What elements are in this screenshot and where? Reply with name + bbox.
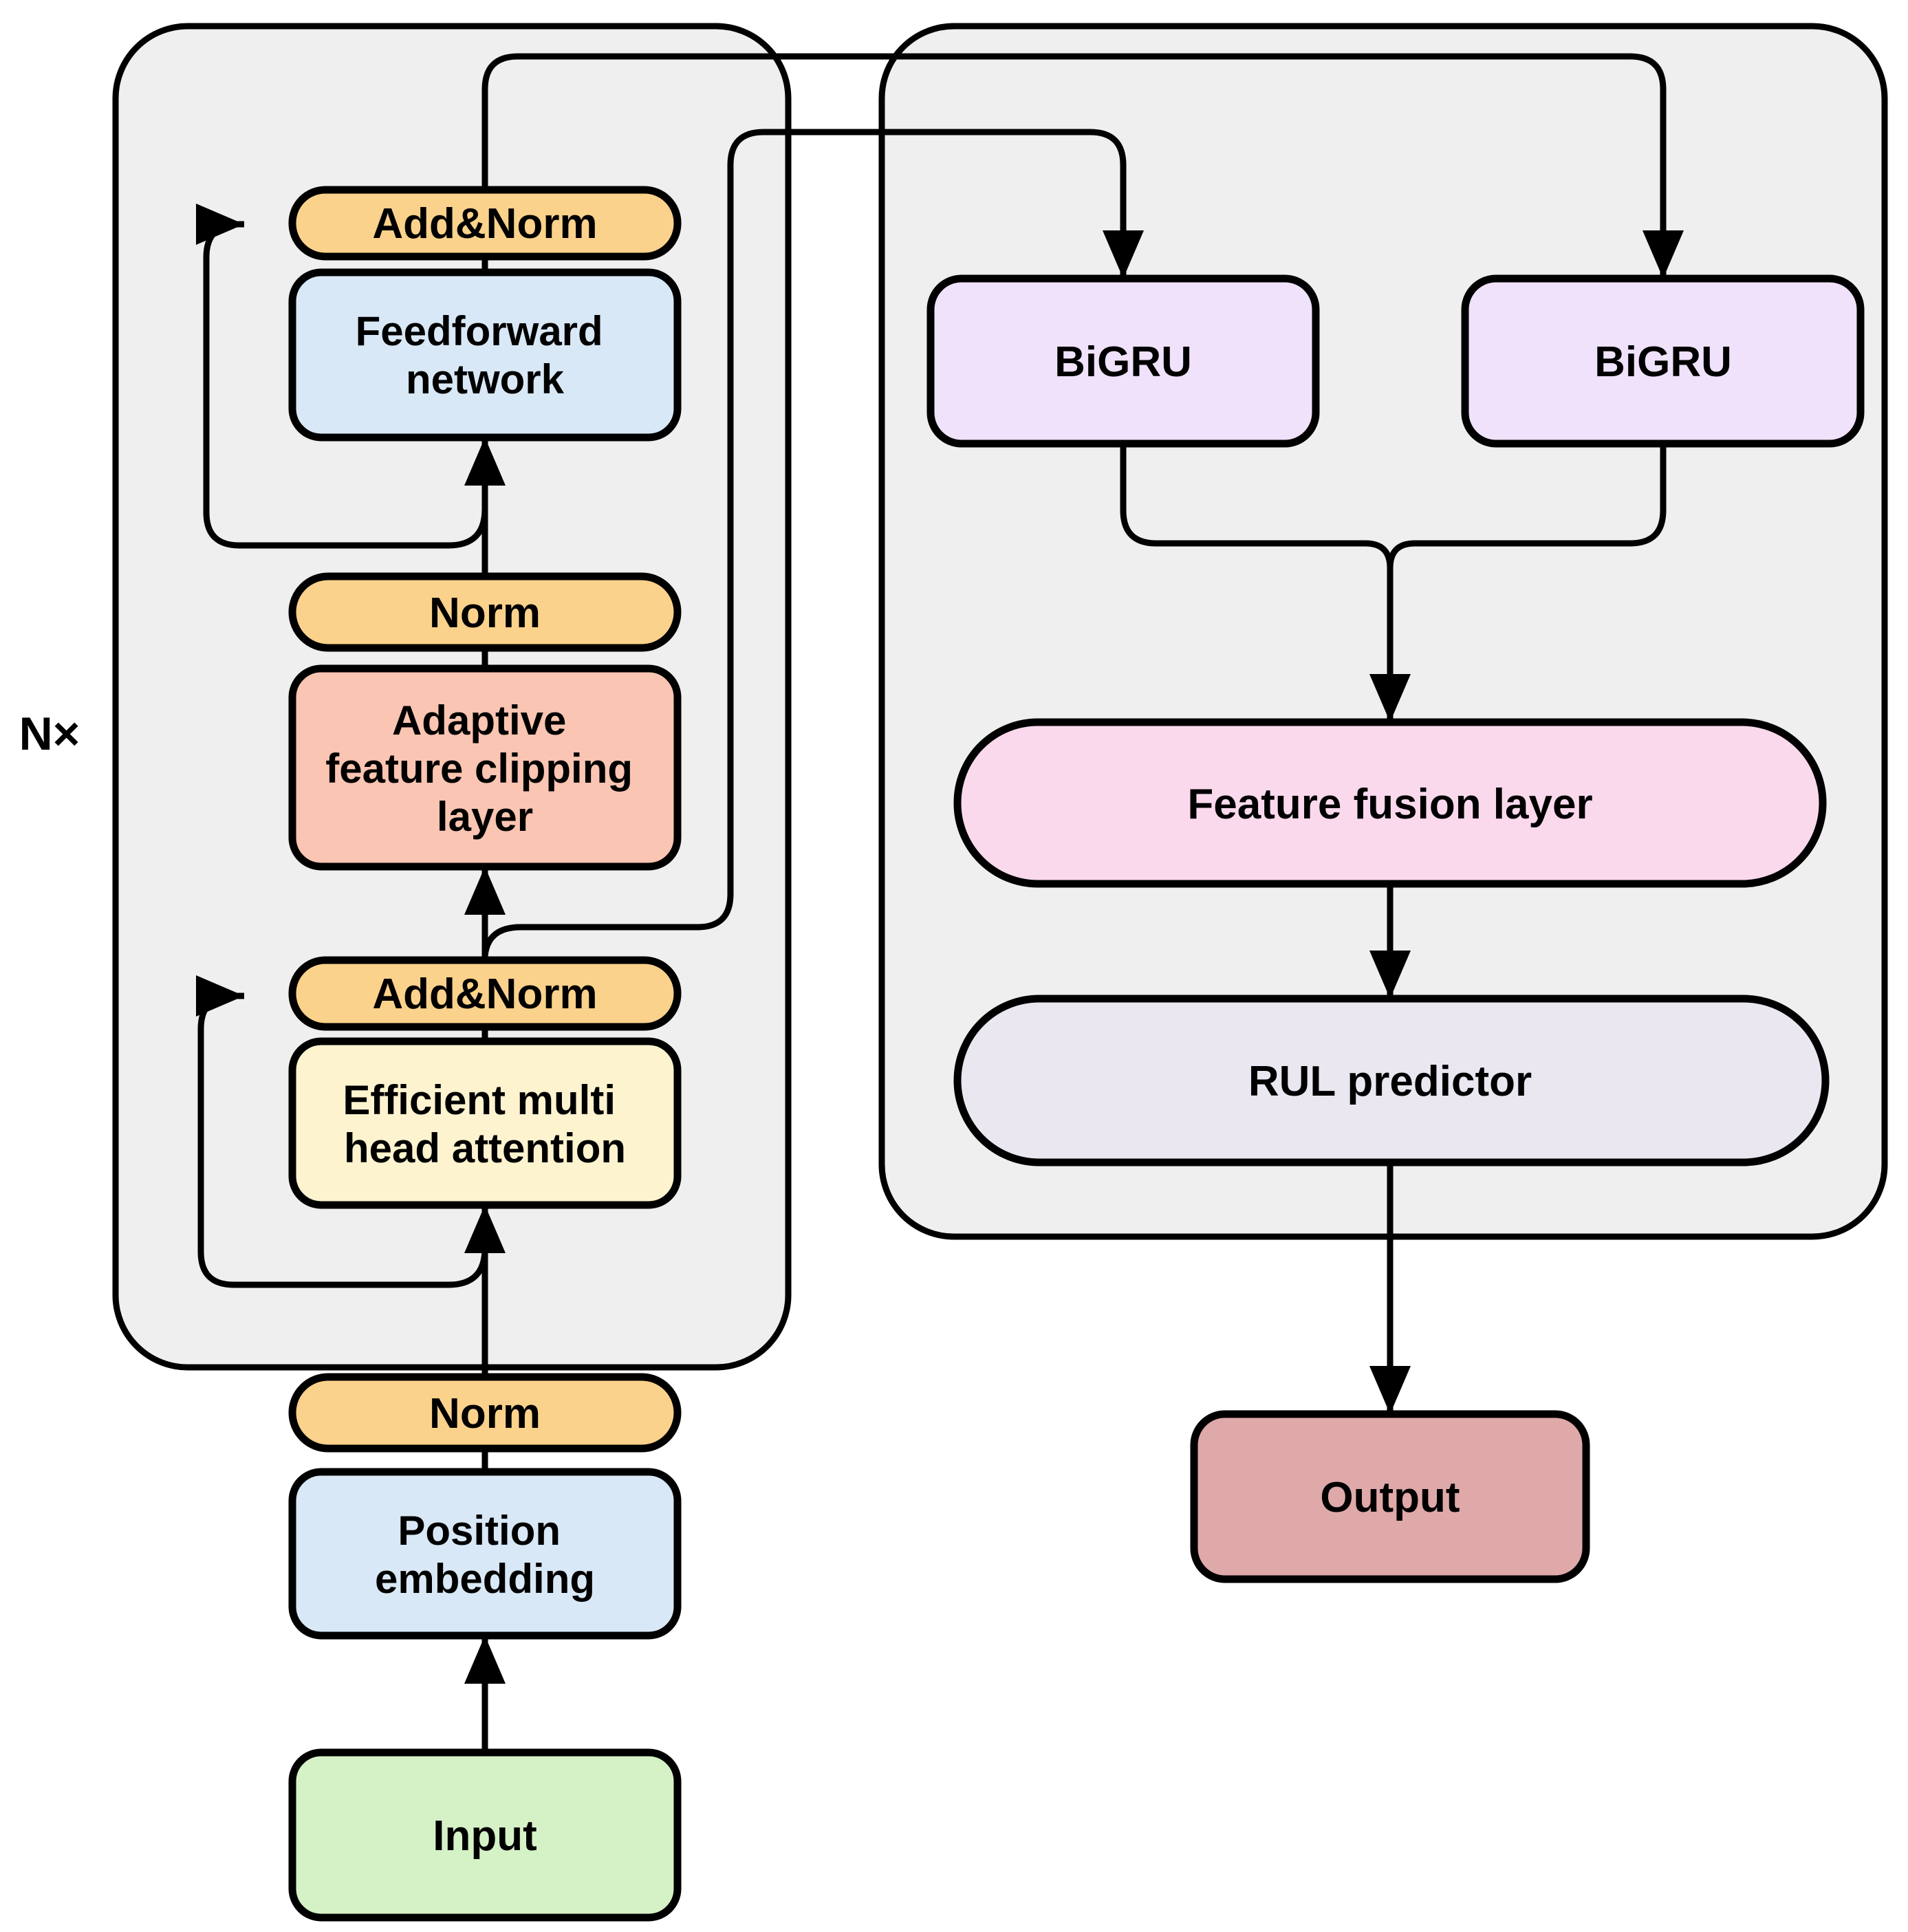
add-norm-top-label: Add&Norm — [372, 200, 597, 248]
add-norm-bottom-label: Add&Norm — [372, 970, 597, 1018]
wire-encoder-to-right-bigru — [481, 53, 1684, 279]
wire-residual-loop-attention — [196, 975, 488, 1288]
wire-residual-loop-feedforward — [196, 204, 488, 549]
add-norm-top-box — [288, 186, 682, 261]
bigru-left-label: BiGRU — [1054, 338, 1192, 386]
position-label-line2: embedding — [375, 1556, 595, 1602]
adaptive-label-line3: layer — [437, 794, 533, 840]
position-embedding-box — [288, 1468, 682, 1640]
norm-input-label: Norm — [429, 1390, 541, 1437]
attention-label: Efficient multi head attention — [343, 1077, 627, 1171]
adaptive-clipping-box — [288, 664, 682, 871]
adaptive-clipping-label: Adaptive feature clipping layer — [325, 697, 644, 840]
output-label: Output — [1320, 1474, 1460, 1521]
adaptive-label-line1: Adaptive — [392, 697, 566, 744]
feedforward-label-line2: network — [406, 356, 565, 402]
adaptive-label-line2: feature clipping — [325, 746, 633, 792]
feedforward-label-line1: Feedforward — [356, 308, 603, 354]
norm-input-box — [288, 1373, 682, 1453]
rul-predictor-box — [953, 995, 1830, 1166]
n-times-label: N× — [19, 708, 80, 760]
bigru-left-box — [926, 274, 1320, 448]
rul-predictor-label: RUL predictor — [1248, 1058, 1532, 1105]
norm-mid-box — [288, 572, 682, 652]
bigru-right-box — [1461, 274, 1865, 448]
bigru-right-label: BiGRU — [1594, 338, 1732, 386]
position-embedding-label: Position embedding — [375, 1508, 595, 1602]
position-label-line1: Position — [398, 1508, 561, 1554]
wire-funnel-right — [1387, 444, 1667, 569]
feedforward-label: Feedforward network — [356, 308, 615, 402]
attention-label-line2: head attention — [344, 1125, 626, 1171]
attention-box — [288, 1037, 682, 1209]
feature-fusion-box — [953, 718, 1827, 888]
feature-fusion-label: Feature fusion layer — [1187, 781, 1592, 828]
add-norm-bottom-box — [288, 956, 682, 1031]
input-label: Input — [433, 1812, 537, 1860]
attention-label-line1: Efficient multi — [343, 1077, 616, 1123]
input-box — [288, 1748, 682, 1922]
output-box — [1190, 1410, 1590, 1583]
wire-funnel-left — [1120, 444, 1394, 569]
wire-skip-to-left-bigru — [481, 129, 1144, 957]
norm-mid-label: Norm — [429, 589, 541, 637]
feedforward-box — [288, 268, 682, 442]
